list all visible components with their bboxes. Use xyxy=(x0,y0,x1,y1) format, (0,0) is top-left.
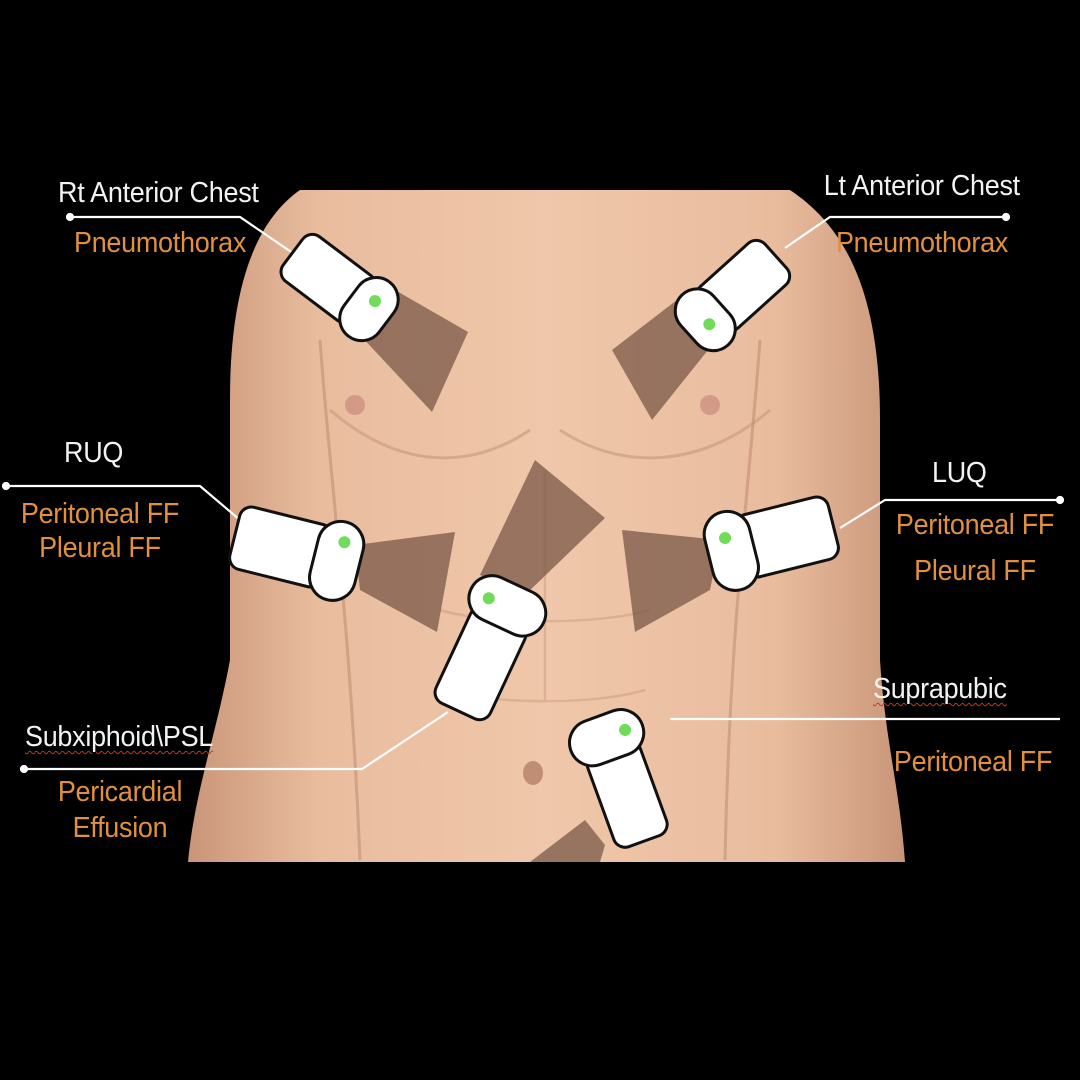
leader-dot-rt-anterior-chest xyxy=(65,212,75,222)
finding-lt-anterior-chest: Pneumothorax xyxy=(835,227,1008,259)
finding-luq-2: Pleural FF xyxy=(914,555,1036,587)
finding-rt-anterior-chest: Pneumothorax xyxy=(74,227,247,259)
label-luq: LUQ xyxy=(932,457,987,489)
finding-subxiphoid-2: Effusion xyxy=(72,812,168,844)
leader-dot-lt-anterior-chest xyxy=(1001,212,1011,222)
leader-dot-luq xyxy=(1055,495,1065,505)
finding-suprapubic: Peritoneal FF xyxy=(893,746,1053,778)
beam-luq xyxy=(622,530,720,632)
probe-indicator-icon xyxy=(703,318,716,331)
navel xyxy=(523,761,543,785)
probe-luq xyxy=(702,495,840,592)
probe-suprapubic xyxy=(568,708,669,849)
probe-subxiphoid xyxy=(433,574,548,722)
probe-indicator-icon xyxy=(338,536,351,549)
right-nipple xyxy=(345,395,365,415)
label-ruq: RUQ xyxy=(64,437,124,469)
finding-ruq-2: Pleural FF xyxy=(39,532,161,564)
label-lt-anterior-chest: Lt Anterior Chest xyxy=(823,170,1020,202)
probe-indicator-icon xyxy=(368,295,381,308)
finding-ruq-1: Peritoneal FF xyxy=(20,498,180,530)
leader-lt-anterior-chest xyxy=(784,215,1006,249)
finding-subxiphoid-1: Pericardial xyxy=(57,776,183,808)
probe-indicator-icon xyxy=(719,532,732,545)
finding-luq-1: Peritoneal FF xyxy=(895,509,1055,541)
probe-indicator-icon xyxy=(619,723,632,736)
label-rt-anterior-chest: Rt Anterior Chest xyxy=(58,177,259,209)
leader-lines xyxy=(1,212,1065,774)
leader-ruq xyxy=(6,484,241,521)
pectoral-contours xyxy=(329,408,771,460)
beam-ruq xyxy=(355,532,455,632)
leader-rt-anterior-chest xyxy=(70,215,301,259)
label-subxiphoid: Subxiphoid\PSL xyxy=(25,721,214,753)
label-suprapubic: Suprapubic xyxy=(873,673,1007,705)
leader-dot-ruq xyxy=(1,481,11,491)
leader-subxiphoid xyxy=(24,711,449,771)
beam-subxiphoid xyxy=(480,460,605,595)
left-nipple xyxy=(700,395,720,415)
probes xyxy=(228,232,840,849)
leader-dot-subxiphoid xyxy=(19,764,29,774)
leader-luq xyxy=(839,498,1060,529)
probe-ruq xyxy=(228,505,366,602)
probe-indicator-icon xyxy=(482,592,495,605)
probe-rt-anterior-chest xyxy=(279,232,400,343)
beam-suprapubic xyxy=(530,820,605,862)
probe-lt-anterior-chest xyxy=(673,238,792,353)
